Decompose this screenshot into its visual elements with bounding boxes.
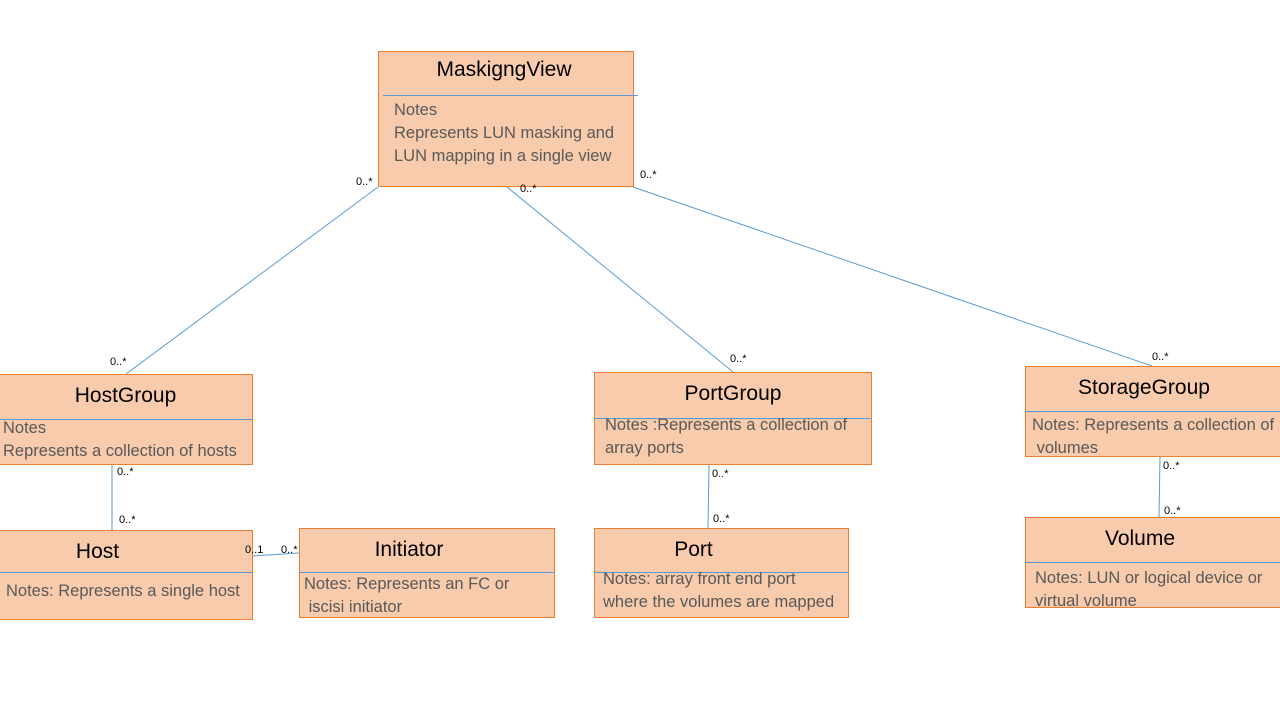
class-name: StorageGroup xyxy=(1078,376,1210,399)
notes-line: volumes xyxy=(1032,439,1099,457)
class-box-portgroup[interactable]: PortGroup Notes :Represents a collection… xyxy=(594,372,872,465)
multiplicity-label: 0..* xyxy=(1152,351,1169,363)
multiplicity-label: 0..* xyxy=(1164,505,1181,517)
multiplicity-label: 0..* xyxy=(713,513,730,525)
class-notes: Notes: LUN or logical device or virtual … xyxy=(1035,567,1262,613)
notes-line: Notes xyxy=(394,101,438,119)
multiplicity-label: 0..* xyxy=(730,353,747,365)
class-divider xyxy=(383,95,638,96)
multiplicity-label: 0..* xyxy=(281,544,298,556)
class-box-host[interactable]: Host Notes: Represents a single host xyxy=(0,530,253,620)
class-name: Initiator xyxy=(374,538,444,561)
class-divider xyxy=(1026,562,1280,563)
notes-line: Notes: Represents a collection of xyxy=(1032,416,1275,434)
class-notes: Notes Represents a collection of hosts xyxy=(3,417,237,463)
class-box-port[interactable]: Port Notes: array front end port where t… xyxy=(594,528,849,618)
class-divider xyxy=(1026,411,1280,412)
class-box-hostgroup[interactable]: HostGroup Notes Represents a collection … xyxy=(0,374,253,465)
class-divider xyxy=(0,572,252,573)
multiplicity-label: 0..* xyxy=(640,169,657,181)
class-name: Port xyxy=(674,538,713,561)
notes-line: Notes :Represents a collection of xyxy=(605,416,848,434)
notes-line: where the volumes are mapped xyxy=(603,593,835,611)
notes-line: virtual volume xyxy=(1035,592,1137,610)
class-name: Host xyxy=(75,540,120,563)
class-box-volume[interactable]: Volume Notes: LUN or logical device or v… xyxy=(1025,517,1280,610)
association-line-host-initiator xyxy=(252,552,300,557)
class-name: MaskigngView xyxy=(436,58,572,81)
multiplicity-label: 0..* xyxy=(119,514,136,526)
notes-line: array ports xyxy=(605,439,684,457)
notes-line: LUN mapping in a single view xyxy=(394,147,612,165)
class-divider xyxy=(0,419,252,420)
class-name: PortGroup xyxy=(684,382,782,405)
multiplicity-label: 0..* xyxy=(712,468,729,480)
multiplicity-label: 0..* xyxy=(520,183,537,195)
notes-line: Notes: array front end port xyxy=(603,570,796,588)
notes-line: iscisi initiator xyxy=(304,598,403,616)
association-line-storagegroup-volume xyxy=(1158,456,1161,518)
class-box-storagegroup[interactable]: StorageGroup Notes: Represents a collect… xyxy=(1025,366,1280,457)
class-notes: Notes Represents LUN masking and LUN map… xyxy=(394,99,614,168)
class-notes: Notes: Represents a single host xyxy=(6,580,240,603)
class-notes: Notes :Represents a collection of array … xyxy=(605,414,847,460)
class-divider xyxy=(595,418,871,419)
association-line-maskingview-hostgroup xyxy=(125,186,379,375)
notes-line: Notes: Represents an FC or xyxy=(304,575,510,593)
notes-line: Notes: Represents a single host xyxy=(6,582,240,600)
notes-line: Represents LUN masking and xyxy=(394,124,615,142)
notes-line: Notes: LUN or logical device or xyxy=(1035,569,1263,587)
class-notes: Notes: Represents an FC or iscisi initia… xyxy=(304,573,509,619)
class-box-initiator[interactable]: Initiator Notes: Represents an FC or isc… xyxy=(299,528,555,618)
multiplicity-label: 0..* xyxy=(356,176,373,188)
association-line-maskingview-portgroup xyxy=(506,186,734,373)
class-box-maskingview[interactable]: MaskigngView Notes Represents LUN maskin… xyxy=(378,51,638,187)
multiplicity-label: 0..* xyxy=(117,466,134,478)
class-divider xyxy=(595,572,848,573)
notes-line: Notes xyxy=(3,419,47,437)
class-divider xyxy=(300,572,554,573)
class-notes: Notes: Represents a collection of volume… xyxy=(1032,414,1274,460)
multiplicity-label: 0..* xyxy=(110,356,127,368)
multiplicity-label: 0..* xyxy=(1163,460,1180,472)
notes-line: Represents a collection of hosts xyxy=(3,442,237,460)
class-name: HostGroup xyxy=(74,384,177,407)
class-name: Volume xyxy=(1104,527,1176,550)
association-line-portgroup-port xyxy=(707,464,710,529)
association-line-maskingview-storagegroup xyxy=(632,186,1153,367)
multiplicity-label: 0..1 xyxy=(245,544,264,556)
class-notes: Notes: array front end port where the vo… xyxy=(603,568,834,614)
